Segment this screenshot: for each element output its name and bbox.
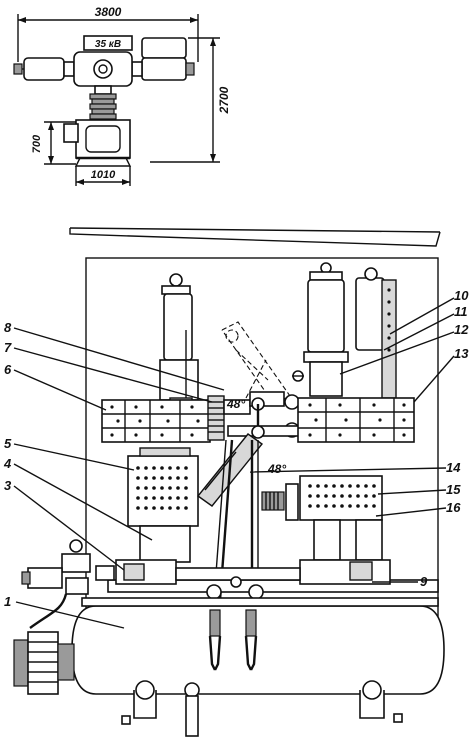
tank xyxy=(71,605,445,695)
callout-16: 16 xyxy=(446,500,461,515)
dim-base-height-label: 700 xyxy=(31,134,43,153)
main-assembly: 48° xyxy=(3,227,469,737)
callout-3: 3 xyxy=(4,478,12,493)
right-upper-bushing xyxy=(141,37,187,59)
callout-15: 15 xyxy=(446,482,461,497)
dim-base-width-label: 1010 xyxy=(91,169,116,181)
voltage-plate xyxy=(83,35,133,51)
callout-7: 7 xyxy=(4,340,12,355)
callout-11: 11 xyxy=(454,304,468,319)
callouts: 1 3 4 5 6 7 8 9 10 11 12 13 14 xyxy=(3,288,469,629)
callout-4: 4 xyxy=(3,456,12,471)
left-bushing xyxy=(23,57,65,81)
right-terminal-block xyxy=(299,475,383,521)
left-lower-housing xyxy=(139,525,191,563)
right-pole xyxy=(303,262,397,399)
callout-12: 12 xyxy=(454,322,469,337)
dim-height-label: 2700 xyxy=(217,86,231,114)
callout-13: 13 xyxy=(454,346,469,361)
cable xyxy=(29,593,68,629)
control-box xyxy=(61,553,91,573)
support-legs xyxy=(121,680,403,737)
callout-14: 14 xyxy=(446,460,461,475)
insulator-stack xyxy=(89,93,117,120)
end-flange xyxy=(13,639,29,687)
voltage-label: 35 кВ xyxy=(95,39,121,50)
left-terminal-dots xyxy=(136,466,188,510)
pivot-lower-left xyxy=(206,584,222,600)
right-terminal-dots xyxy=(308,484,376,508)
contact-clamps xyxy=(208,609,258,671)
angle-label-upper: 48° xyxy=(226,397,245,411)
callout-6: 6 xyxy=(4,362,12,377)
callout-8: 8 xyxy=(4,320,12,335)
right-second-insulator xyxy=(355,277,385,351)
callout-1: 1 xyxy=(4,594,11,609)
right-bushing xyxy=(141,57,187,81)
dim-width-label: 3800 xyxy=(95,5,122,19)
angle-label-lower: 48° xyxy=(267,462,286,476)
callout-10: 10 xyxy=(454,288,469,303)
pivot-lower-right xyxy=(248,584,264,600)
left-insulator xyxy=(163,293,193,361)
callout-9: 9 xyxy=(420,574,428,589)
overview-sketch: 3800 2700 35 кВ xyxy=(13,5,231,186)
right-insulator xyxy=(307,279,345,353)
callout-5: 5 xyxy=(4,436,12,451)
left-pole xyxy=(159,273,199,409)
